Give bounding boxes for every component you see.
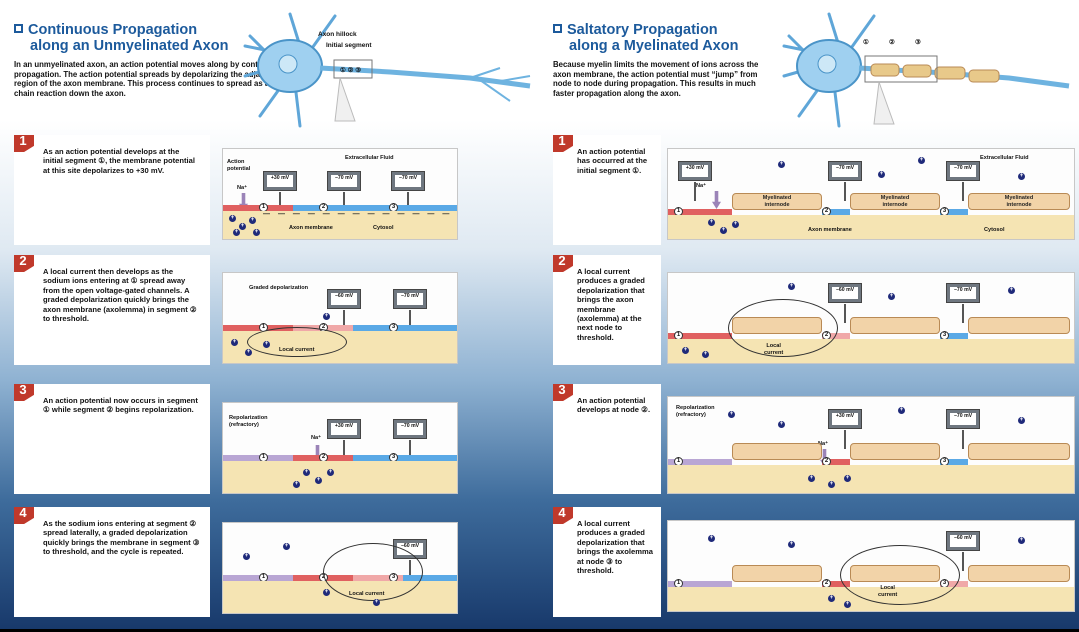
- voltmeter: −60 mV: [327, 289, 361, 329]
- svg-text:Initial segment: Initial segment: [326, 42, 372, 49]
- voltmeter: −60 mV: [828, 283, 862, 323]
- local-current-loop: [840, 545, 960, 605]
- extracellular-fluid-label: Extracellular Fluid: [345, 155, 394, 161]
- local-current-loop: [728, 299, 838, 357]
- local-current-label: Local current: [349, 591, 385, 597]
- step-text: A local current produces a graded depola…: [577, 267, 645, 342]
- repolarization-label: Repolarization (refractory): [676, 405, 715, 418]
- graded-depolarization-label: Graded depolarization: [249, 285, 309, 291]
- step-text: An action potential develops at node ②.: [577, 396, 651, 415]
- saltatory-propagation-column: Saltatory Propagation along a Myelinated…: [539, 0, 1079, 632]
- step-text: An action potential now occurs in segmen…: [43, 396, 198, 415]
- step-text: As the sodium ions entering at segment ②…: [43, 519, 200, 557]
- cytosol-label: Cytosol: [984, 227, 1005, 233]
- extracellular-fluid-label: Extracellular Fluid: [980, 155, 1029, 161]
- bottom-border: [0, 629, 1079, 632]
- local-current-label: Local current: [279, 347, 315, 353]
- repolarization-label: Repolarization (refractory): [229, 415, 268, 428]
- step-number-badge: 1: [14, 135, 34, 152]
- step-4-card: 4 As the sodium ions entering at segment…: [14, 507, 210, 617]
- voltmeter: +30 mV: [263, 171, 297, 211]
- sodium-label: Na⁺: [237, 185, 248, 191]
- step-number-badge: 2: [553, 255, 573, 272]
- left-title: Continuous Propagation along an Unmyelin…: [14, 22, 228, 54]
- voltmeter: −70 mV: [946, 283, 980, 323]
- sodium-label: Na⁺: [696, 183, 707, 189]
- step-number-badge: 1: [553, 135, 573, 152]
- step-4-card: 4 A local current produces a graded depo…: [553, 507, 661, 617]
- sodium-influx-arrow: [239, 193, 248, 211]
- sodium-label: Na⁺: [311, 435, 322, 441]
- square-bullet-icon: [553, 24, 562, 33]
- axon-membrane-label: Axon membrane: [808, 227, 852, 233]
- step-2-card: 2 A local current produces a graded depo…: [553, 255, 661, 365]
- cytosol-region: [223, 211, 457, 239]
- step-3-card: 3 An action potential develops at node ②…: [553, 384, 661, 494]
- step-text: An action potential has occurred at the …: [577, 147, 648, 175]
- axon-membrane-label: Axon membrane: [289, 225, 333, 231]
- svg-text:③: ③: [915, 38, 921, 46]
- left-intro: In an unmyelinated axon, an action poten…: [14, 60, 284, 98]
- voltmeter: −70 mV: [393, 419, 427, 459]
- step-number-badge: 3: [553, 384, 573, 401]
- voltmeter: −60 mV: [946, 531, 980, 571]
- sodium-influx-arrow: [712, 191, 721, 209]
- panel-step-3: Repolarization (refractory) Na⁺ +30 mV −…: [222, 402, 458, 494]
- svg-text:① ② ③: ① ② ③: [340, 66, 361, 74]
- right-title: Saltatory Propagation along a Myelinated…: [553, 22, 738, 54]
- local-current-loop: [247, 327, 347, 357]
- svg-text:Axon hillock: Axon hillock: [318, 31, 357, 38]
- panel-step-3: Repolarization (refractory) Na⁺ +30 mV −…: [667, 396, 1075, 494]
- voltmeter: +30 mV: [327, 419, 361, 459]
- voltmeter: −70 mV: [828, 161, 862, 201]
- step-2-card: 2 A local current then develops as the s…: [14, 255, 210, 365]
- step-text: A local current then develops as the sod…: [43, 267, 197, 324]
- right-intro: Because myelin limits the movement of io…: [553, 60, 759, 98]
- step-text: As an action potential develops at the i…: [43, 147, 195, 175]
- step-number-badge: 4: [553, 507, 573, 524]
- sodium-label: Na⁺: [818, 441, 829, 447]
- neuron-illustration: Axon hillock Initial segment ① ② ③: [243, 12, 531, 128]
- voltmeter: −70 mV: [393, 289, 427, 329]
- sodium-influx-arrow: [313, 445, 322, 463]
- step-number-badge: 2: [14, 255, 34, 272]
- step-number-badge: 3: [14, 384, 34, 401]
- voltmeter: −70 mV: [391, 171, 425, 211]
- voltmeter: −70 mV: [946, 409, 980, 449]
- step-3-card: 3 An action potential now occurs in segm…: [14, 384, 210, 494]
- action-potential-label: Action potential: [227, 159, 251, 172]
- voltmeter: +30 mV: [678, 161, 712, 201]
- continuous-propagation-column: Continuous Propagation along an Unmyelin…: [14, 12, 531, 617]
- svg-text:②: ②: [889, 38, 895, 46]
- voltmeter: −70 mV: [946, 161, 980, 201]
- step-text: A local current produces a graded depola…: [577, 519, 653, 576]
- cytosol-label: Cytosol: [373, 225, 394, 231]
- square-bullet-icon: [14, 24, 23, 33]
- panel-step-1: Action potential Na⁺ Extracellular Fluid…: [222, 148, 458, 240]
- panel-step-1: Na⁺ Extracellular Fluid +30 mV −70 mV −7…: [667, 148, 1075, 240]
- voltmeter: +30 mV: [828, 409, 862, 449]
- myelinated-neuron-illustration: ① ② ③: [782, 12, 1070, 128]
- svg-text:①: ①: [863, 38, 869, 46]
- step-1-card: 1 As an action potential develops at the…: [14, 135, 210, 245]
- voltmeter: −70 mV: [327, 171, 361, 211]
- step-number-badge: 4: [14, 507, 34, 524]
- step-1-card: 1 An action potential has occurred at th…: [553, 135, 661, 245]
